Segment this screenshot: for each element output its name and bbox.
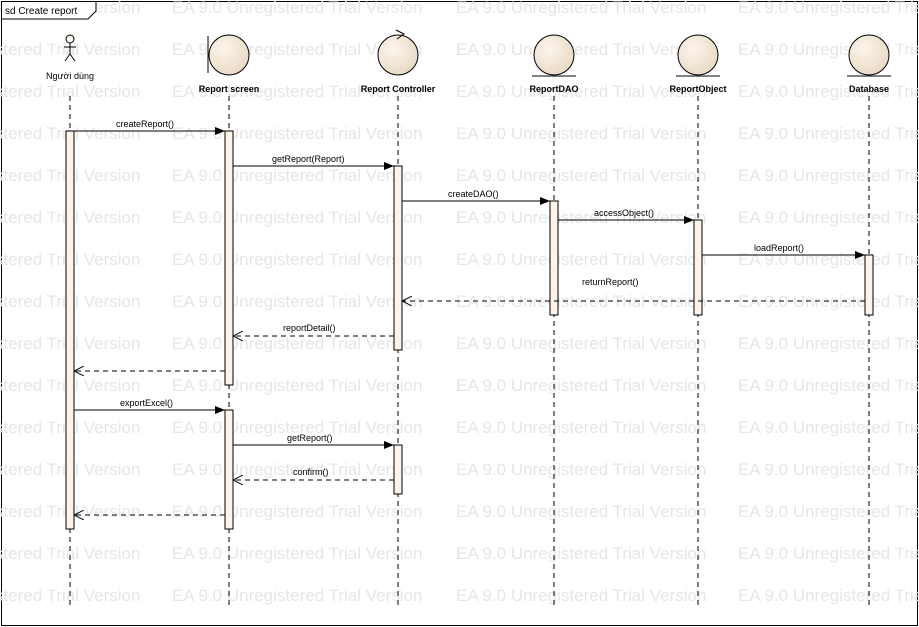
message-create-dao: createDAO()	[402, 189, 550, 205]
watermark-text: EA 9.0 Unregistered Trial Version	[172, 376, 422, 395]
message-label: returnReport()	[582, 277, 639, 287]
watermark-text: EA 9.0 Unregistered Trial Version	[172, 334, 422, 353]
watermark-text: EA 9.0 Unregistered Trial Version	[738, 544, 919, 563]
lifeline-label: Report screen	[199, 84, 260, 94]
watermark-text: EA 9.0 Unregistered Trial Version	[172, 460, 422, 479]
watermark-text: EA 9.0 Unregistered Trial Version	[456, 82, 706, 101]
watermark-text: EA 9.0 Unregistered Trial Version	[172, 292, 422, 311]
actor-icon	[64, 34, 76, 62]
message-export-excel: exportExcel()	[74, 398, 225, 414]
lifeline-label: Người dùng	[46, 71, 94, 81]
watermark-text: EA 9.0 Unregistered Trial Version	[456, 250, 706, 269]
message-label: createReport()	[116, 119, 174, 129]
entity-icon	[847, 34, 891, 77]
watermark-text: EA 9.0 Unregistered Trial Version	[172, 586, 422, 605]
control-icon	[377, 29, 419, 76]
watermark-text: EA 9.0 Unregistered Trial Version	[456, 334, 706, 353]
message-get-report: getReport()	[233, 433, 394, 449]
lifeline-controller: Report Controller	[361, 29, 436, 94]
watermark-text: EA 9.0 Unregistered Trial Version	[456, 460, 706, 479]
message-label: accessObject()	[594, 208, 654, 218]
watermark-text: EA 9.0 Unregistered Trial Version	[456, 544, 706, 563]
watermark-text: EA 9.0 Unregistered Trial Version	[738, 124, 919, 143]
watermark-text: EA 9.0 Unregistered Trial Version	[738, 376, 919, 395]
message-label: confirm()	[293, 467, 329, 477]
message-get-report-report: getReport(Report)	[233, 154, 394, 170]
watermark-text: EA 9.0 Unregistered Trial Version	[738, 460, 919, 479]
message-create-report: createReport()	[74, 119, 225, 135]
message-label: reportDetail()	[283, 323, 336, 333]
lifeline-dao: ReportDAO	[530, 34, 579, 94]
watermark-text: EA 9.0 Unregistered Trial Version	[738, 418, 919, 437]
lifeline-label: Report Controller	[361, 84, 436, 94]
watermark-text: EA 9.0 Unregistered Trial Version	[738, 586, 919, 605]
message-label: getReport()	[287, 433, 333, 443]
watermark-text: EA 9.0 Unregistered Trial Version	[738, 502, 919, 521]
frame-title: sd Create report	[5, 6, 77, 17]
watermark-layer: EA 9.0 Unregistered Trial Version EA 9.0 …	[0, 0, 919, 605]
message-label: createDAO()	[448, 189, 499, 199]
watermark-text: EA 9.0 Unregistered Trial Version	[456, 502, 706, 521]
watermark-text: EA 9.0 Unregistered Trial Version	[456, 376, 706, 395]
message-label: exportExcel()	[120, 398, 173, 408]
lifeline-object: ReportObject	[669, 34, 727, 94]
watermark-text: EA 9.0 Unregistered Trial Version	[172, 544, 422, 563]
message-return-report: returnReport()	[402, 277, 865, 301]
activation-bar	[224, 130, 234, 386]
frame-header-tab	[1, 1, 97, 20]
boundary-icon	[207, 34, 250, 76]
watermark-text: EA 9.0 Unregistered Trial Version	[456, 40, 706, 59]
watermark-text: EA 9.0 Unregistered Trial Version	[738, 208, 919, 227]
lifeline-screen: Report screen	[199, 34, 260, 94]
activation-bar	[693, 219, 703, 316]
lifeline-label: ReportDAO	[530, 84, 579, 94]
watermark-text: EA 9.0 Unregistered Trial Version	[456, 0, 706, 17]
lifeline-label: ReportObject	[669, 84, 726, 94]
activation-bar	[393, 165, 403, 351]
watermark-text: EA 9.0 Unregistered Trial Version	[172, 502, 422, 521]
activation-bar	[549, 200, 559, 316]
lifeline-db: Database	[847, 34, 891, 94]
message-load-report: loadReport()	[702, 243, 865, 259]
activation-bar	[864, 254, 874, 316]
watermark-text: EA 9.0 Unregistered Trial Version	[456, 586, 706, 605]
watermark-text: EA 9.0 Unregistered Trial Version	[738, 40, 919, 59]
watermark-text: EA 9.0 Unregistered Trial Version	[0, 544, 140, 563]
watermark-text: EA 9.0 Unregistered Trial Version	[456, 418, 706, 437]
message-confirm: confirm()	[233, 467, 394, 480]
message-access-object: accessObject()	[558, 208, 694, 224]
lifeline-user: Người dùng	[46, 34, 94, 81]
entity-icon	[532, 34, 576, 77]
watermark-text: EA 9.0 Unregistered Trial Version	[172, 124, 422, 143]
watermark-text: EA 9.0 Unregistered Trial Version	[738, 82, 919, 101]
message-report-detail: reportDetail()	[233, 323, 394, 336]
lifeline-label: Database	[849, 84, 889, 94]
activation-bar	[65, 130, 75, 530]
watermark-text: EA 9.0 Unregistered Trial Version	[172, 0, 422, 17]
watermark-text: EA 9.0 Unregistered Trial Version	[172, 250, 422, 269]
watermark-text: EA 9.0 Unregistered Trial Version	[172, 82, 422, 101]
activation-bar	[393, 444, 403, 495]
watermark-text: EA 9.0 Unregistered Trial Version	[456, 166, 706, 185]
watermark-text: EA 9.0 Unregistered Trial Version	[172, 418, 422, 437]
activation-bar	[224, 409, 234, 530]
watermark-text: EA 9.0 Unregistered Trial Version	[738, 334, 919, 353]
watermark-text: EA 9.0 Unregistered Trial Version	[172, 208, 422, 227]
watermark-text: EA 9.0 Unregistered Trial Version	[456, 124, 706, 143]
watermark-text: EA 9.0 Unregistered Trial Version	[738, 166, 919, 185]
watermark-text: EA 9.0 Unregistered Trial Version	[738, 0, 919, 17]
watermark-text: EA 9.0 Unregistered Trial Version	[172, 166, 422, 185]
watermark-text: EA 9.0 Unregistered Trial Version	[456, 208, 706, 227]
entity-icon	[676, 34, 720, 77]
message-label: loadReport()	[754, 243, 804, 253]
watermark-text: EA 9.0 Unregistered Trial Version	[0, 82, 140, 101]
message-label: getReport(Report)	[272, 154, 345, 164]
